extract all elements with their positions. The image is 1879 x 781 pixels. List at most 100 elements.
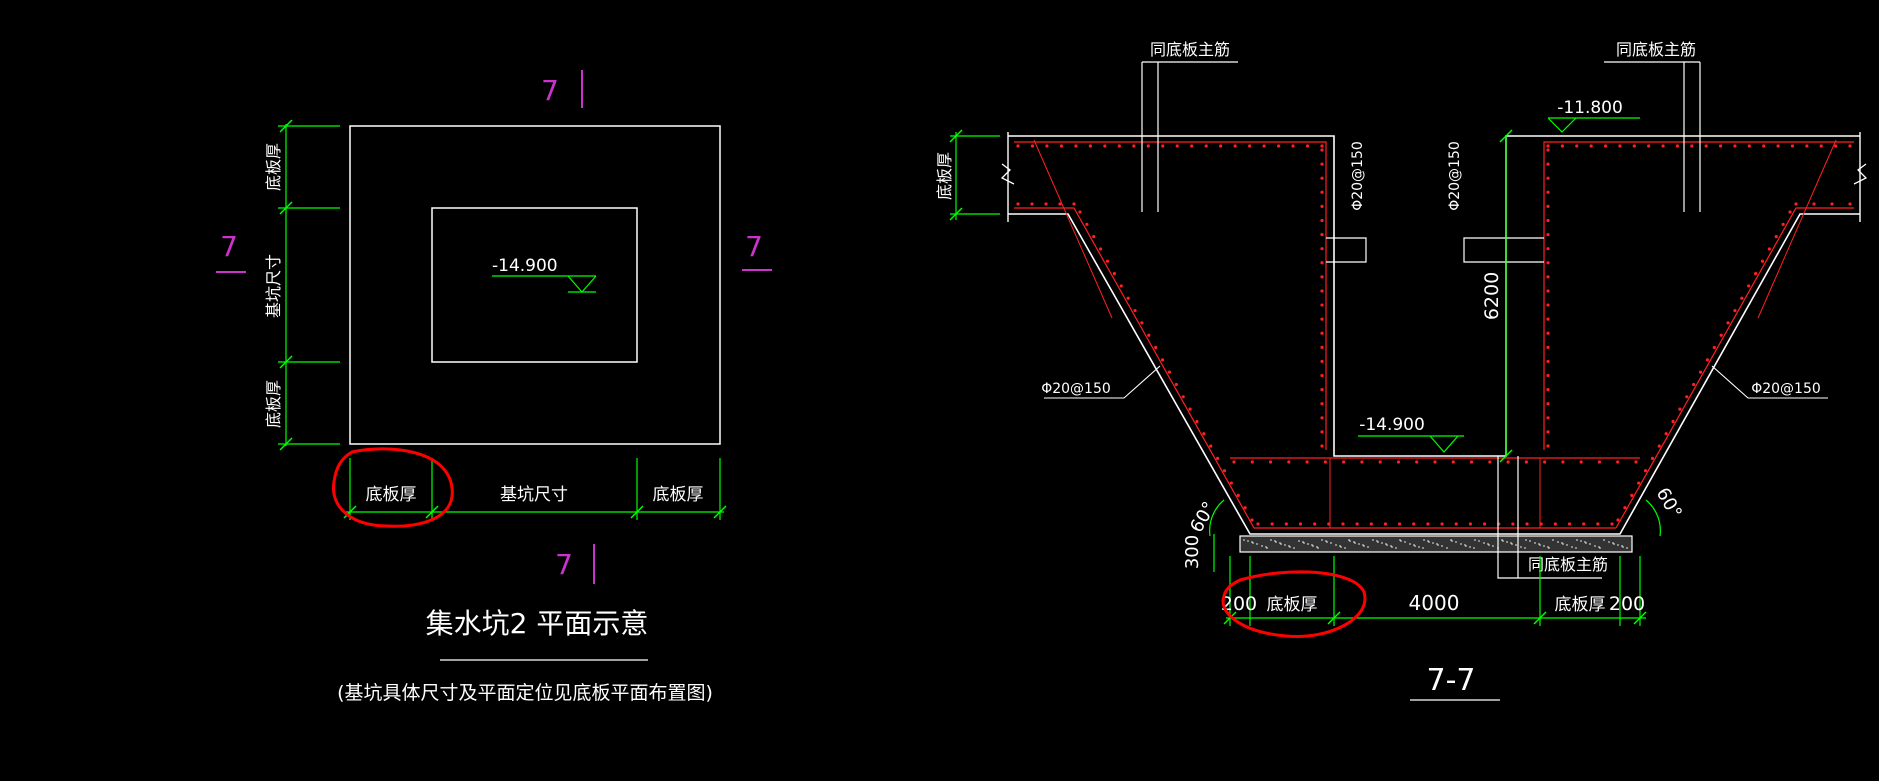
rebar-dot xyxy=(1181,395,1185,399)
rebar-dot xyxy=(1678,407,1682,411)
cushion-speckle xyxy=(1524,547,1526,549)
rebar-dot xyxy=(1369,522,1373,526)
rebar-dot xyxy=(1623,506,1627,510)
rebar-dot xyxy=(1320,345,1324,349)
rebar-dot xyxy=(1451,460,1455,464)
rebar-dot xyxy=(1690,144,1694,148)
rebar-dot xyxy=(1469,460,1474,464)
section-stub-right-wall xyxy=(1463,237,1544,263)
rebar-dot xyxy=(1132,144,1136,148)
cushion-speckle xyxy=(1344,547,1346,549)
rebar-dot xyxy=(1433,460,1437,464)
label-rebar-right-slope: Φ20@150 xyxy=(1751,381,1821,397)
rebar-dot xyxy=(1740,296,1744,300)
cushion-speckle xyxy=(1261,545,1263,547)
rebar-dot xyxy=(1320,176,1324,180)
plan-bottom-tick-1 xyxy=(343,505,357,519)
rebar-dot xyxy=(1160,358,1165,362)
cushion-speckle xyxy=(1538,543,1540,545)
rebar-dot xyxy=(1705,358,1710,362)
rebar-dot xyxy=(1058,202,1062,206)
cushion-speckle xyxy=(1561,542,1563,544)
cushion-speckle xyxy=(1358,543,1360,545)
cushion-speckle xyxy=(1612,542,1614,544)
rebar-dot xyxy=(1618,144,1622,148)
rebar-dot xyxy=(1692,382,1696,387)
cushion-speckle xyxy=(1376,540,1378,542)
cushion-speckle xyxy=(1460,543,1462,545)
cushion-speckle xyxy=(1339,545,1341,547)
cushion-speckle xyxy=(1288,545,1290,547)
rebar-dot xyxy=(1546,416,1550,420)
section-left-break-symbol xyxy=(1000,163,1015,185)
section-bottom-tick-2 xyxy=(1327,611,1341,625)
section-bottom-outline xyxy=(1008,213,1860,535)
rebar-dot xyxy=(1291,144,1295,148)
section-dim-thick-right: 底板厚 xyxy=(1555,595,1606,615)
cushion-speckle xyxy=(1566,544,1568,546)
rebar-dot xyxy=(1112,272,1116,276)
plan-red-annotation-circle xyxy=(332,447,454,528)
cushion-speckle xyxy=(1580,540,1582,542)
plan-section-mark-bottom: 7 xyxy=(555,548,573,581)
rebar-dot xyxy=(1637,481,1641,485)
cushion-speckle xyxy=(1483,542,1485,544)
rebar-dot xyxy=(1546,444,1550,448)
cushion-speckle xyxy=(1473,547,1475,549)
cushion-speckle xyxy=(1534,542,1536,544)
rebar-dot xyxy=(1468,522,1472,526)
rebar-dot xyxy=(1320,359,1324,364)
rebar-dot xyxy=(1320,148,1324,152)
rebar-dot xyxy=(1575,144,1579,148)
rebar-right-diagonal xyxy=(1757,139,1837,319)
cushion-speckle xyxy=(1302,541,1304,543)
section-view: 同底板主筋 同底板主筋 Φ20@150 Φ20@150 -11.800 -14.… xyxy=(935,40,1868,701)
rebar-dot xyxy=(1355,522,1359,526)
cushion-speckle xyxy=(1395,547,1397,549)
rebar-dot xyxy=(1561,460,1565,464)
rebar-dot xyxy=(1546,388,1550,392)
plan-bottom-tick-4 xyxy=(713,505,727,519)
cushion-speckle xyxy=(1399,539,1401,541)
plan-inner-pit xyxy=(431,207,638,363)
rebar-dot xyxy=(1539,522,1543,526)
rebar-dot xyxy=(1320,289,1324,293)
rebar-dot xyxy=(1546,148,1550,152)
cushion-speckle xyxy=(1321,539,1323,541)
rebar-dot xyxy=(1085,222,1089,226)
rebar-top-right-inner xyxy=(1543,141,1854,450)
rebar-dot xyxy=(1767,247,1771,251)
slab-thickness-tick-bottom xyxy=(949,207,963,221)
rebar-dot xyxy=(1190,144,1194,148)
rebar-dot xyxy=(1216,456,1220,460)
rebar-dot xyxy=(1248,144,1252,148)
plan-section-mark-right: 7 xyxy=(745,230,763,263)
cushion-speckle xyxy=(1626,547,1628,549)
rebar-dot xyxy=(1232,460,1236,464)
label-rebar-right-wall: Φ20@150 xyxy=(1447,141,1463,211)
angle-arc-left xyxy=(1209,499,1225,537)
rebar-dot xyxy=(1088,144,1092,148)
rebar-dot xyxy=(1675,144,1680,148)
rebar-dot xyxy=(1195,419,1199,424)
rebar-dot xyxy=(1634,460,1638,464)
cushion-speckle xyxy=(1270,539,1272,541)
rebar-dot xyxy=(1398,522,1402,526)
section-bottom-tick-1 xyxy=(1223,611,1237,625)
section-red-annotation-circle xyxy=(1221,570,1367,638)
cushion-speckle xyxy=(1446,547,1448,549)
label-rebar-left-wall: Φ20@150 xyxy=(1350,141,1366,211)
label-same-main-bottom: 同底板主筋 xyxy=(1528,555,1608,574)
slab-thickness-label: 底板厚 xyxy=(935,152,954,200)
cushion-speckle xyxy=(1381,542,1383,544)
cushion-speckle xyxy=(1501,539,1503,541)
rebar-dot xyxy=(1320,373,1324,378)
rebar-dot xyxy=(1320,232,1324,237)
rebar-dot xyxy=(1525,522,1529,526)
plan-dim-left-top: 底板厚 xyxy=(264,143,283,191)
rebar-dot xyxy=(1488,460,1492,464)
rebar-dot xyxy=(1119,284,1123,288)
cushion-speckle xyxy=(1432,542,1434,544)
rebar-dot xyxy=(1685,395,1689,399)
rebar-dot xyxy=(1360,460,1364,464)
